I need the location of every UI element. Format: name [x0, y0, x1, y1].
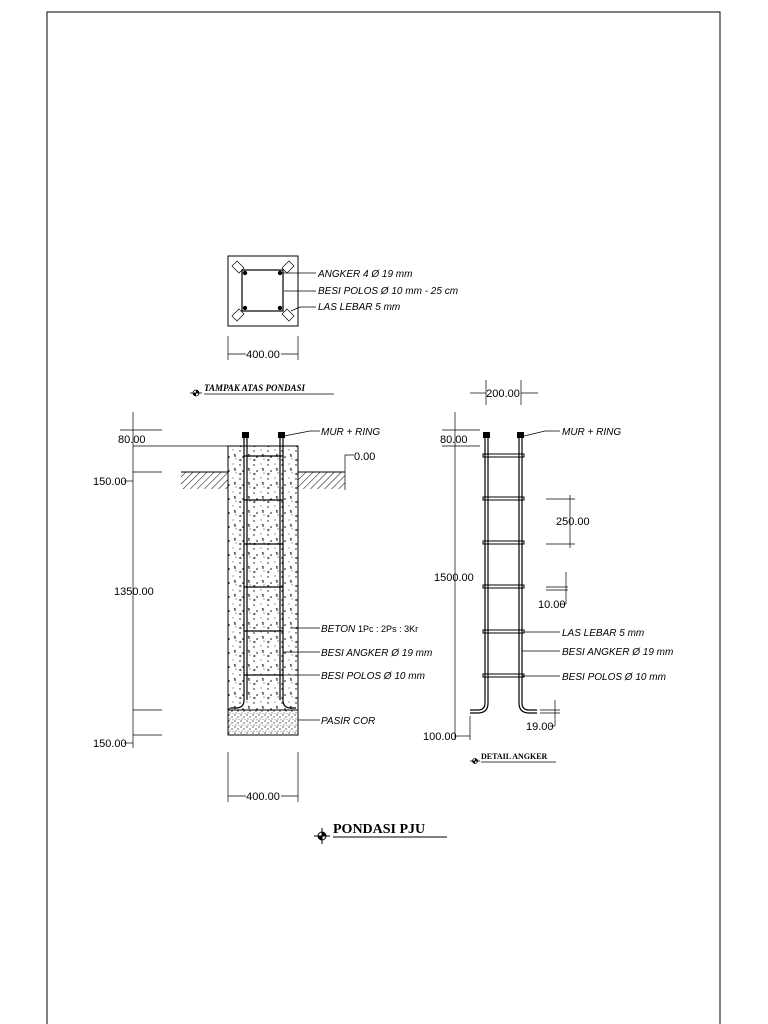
label-las-lebar: LAS LEBAR 5 mm	[562, 628, 644, 639]
nut-icon	[517, 432, 524, 438]
dim-bottom: 150.00	[93, 738, 127, 750]
leader-line	[290, 306, 316, 312]
level-value: 0.00	[354, 451, 375, 463]
leader-line	[523, 430, 560, 437]
detail-spacing-dim: 250.00	[556, 516, 590, 528]
section-width-dim: 400.00	[246, 791, 280, 803]
section-marker-icon	[190, 389, 202, 397]
nut-icon	[242, 432, 249, 438]
label-besi-polos: BESI POLOS Ø 10 mm	[562, 672, 666, 683]
section-marker-icon	[314, 828, 330, 844]
weld-plate	[231, 260, 245, 274]
dim-upper: 150.00	[93, 476, 127, 488]
label-beton: BETON 1Pc : 2Ps : 3Kr	[321, 624, 418, 635]
sand-bed	[227, 709, 299, 736]
section-marker-icon	[470, 758, 480, 764]
anchor-hook	[282, 699, 296, 709]
detail-weld-dim: 19.00	[526, 721, 554, 733]
weld-plate	[281, 260, 295, 274]
concrete-block	[227, 445, 299, 711]
detail-hook-dim: 100.00	[423, 731, 457, 743]
anchor-detail: 200.00 80.00 1500.00 100.00	[423, 380, 673, 764]
detail-width-dim: 200.00	[486, 388, 520, 400]
main-title: PONDASI PJU	[333, 822, 425, 837]
anchor-bar	[242, 305, 248, 311]
dim-top: 80.00	[118, 434, 146, 446]
main-title-block: PONDASI PJU	[314, 822, 447, 844]
label-angker: ANGKER 4 Ø 19 mm	[317, 269, 412, 280]
level-marker	[344, 454, 354, 490]
stirrups	[244, 455, 283, 676]
detail-top-dim: 80.00	[440, 434, 468, 446]
detail-bar-dim: 10.00	[538, 599, 566, 611]
ground-hatch-right	[298, 472, 345, 489]
nut-icon	[483, 432, 490, 438]
label-besi-polos: BESI POLOS Ø 10 mm	[321, 671, 425, 682]
label-mur-ring: MUR + RING	[562, 427, 621, 438]
foundation-section: 80.00 150.00 1350.00 150.00 0.00 400.00 …	[93, 412, 432, 803]
top-view-title: TAMPAK ATAS PONDASI	[204, 383, 306, 393]
sheet-border	[46, 11, 721, 1024]
label-pasir-cor: PASIR COR	[321, 716, 375, 727]
label-besi-polos: BESI POLOS Ø 10 mm - 25 cm	[318, 286, 458, 297]
label-mur-ring: MUR + RING	[321, 427, 380, 438]
nut-icon	[278, 432, 285, 438]
anchor-bar	[242, 270, 248, 276]
anchor-hook	[230, 699, 245, 709]
anchor-hook	[521, 702, 537, 711]
anchor-bar	[277, 270, 283, 276]
anchor-bar	[277, 305, 283, 311]
ground-hatch-left	[181, 472, 228, 489]
anchor-hook	[470, 702, 486, 711]
top-view-width-dim: 400.00	[246, 349, 280, 361]
label-besi-angker: BESI ANGKER Ø 19 mm	[321, 648, 432, 659]
top-view-stirrup	[241, 269, 284, 312]
label-besi-angker: BESI ANGKER Ø 19 mm	[562, 647, 673, 658]
label-las-lebar: LAS LEBAR 5 mm	[318, 302, 400, 313]
dim-height: 1350.00	[114, 586, 154, 598]
weld-plate	[231, 308, 245, 322]
leader-line	[283, 430, 320, 437]
stirrups	[482, 453, 525, 678]
top-view: ANGKER 4 Ø 19 mm BESI POLOS Ø 10 mm - 25…	[190, 255, 458, 397]
weld-plate	[281, 308, 295, 322]
detail-height-dim: 1500.00	[434, 572, 474, 584]
detail-title: DETAIL ANGKER	[481, 752, 548, 761]
